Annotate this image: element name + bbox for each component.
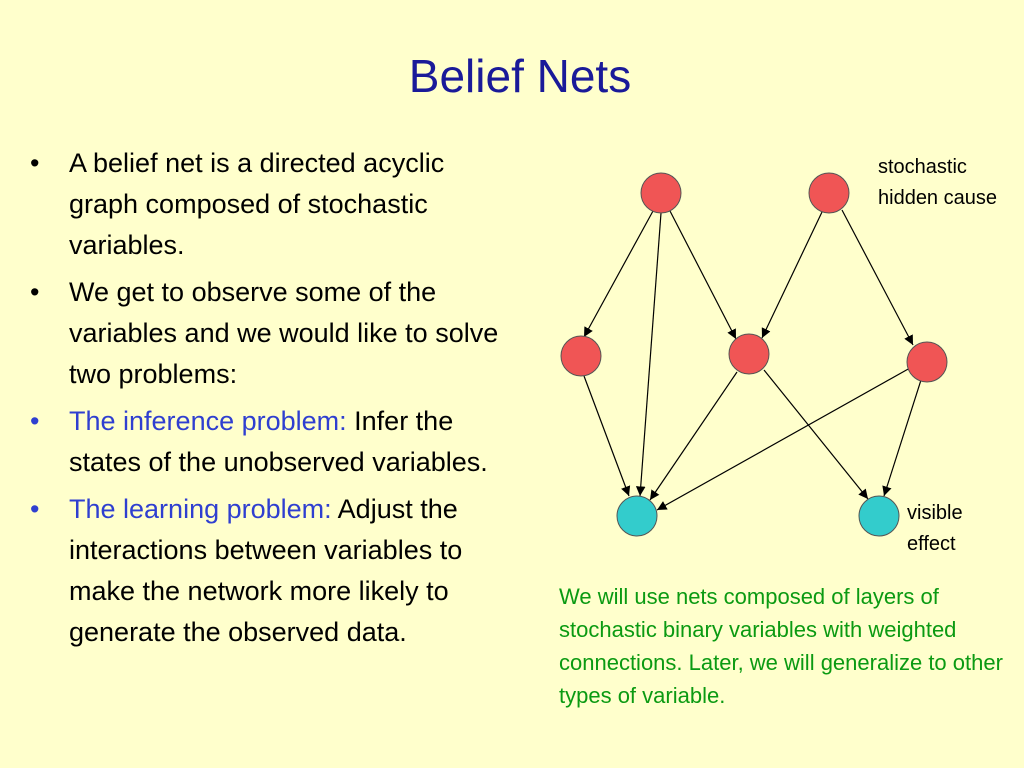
footnote: We will use nets composed of layers of s…: [559, 584, 1003, 708]
bullet-text: We get to observe some of the variables …: [69, 277, 499, 389]
bullet-list: • A belief net is a directed acyclic grap…: [30, 143, 520, 659]
bullet-text: A belief net is a directed acyclic graph…: [69, 148, 445, 260]
bullet-dot: •: [30, 494, 40, 524]
bullet-lead: The learning problem:: [69, 494, 332, 524]
edge-m2-b2: [763, 369, 869, 500]
hidden-node: [640, 172, 682, 214]
bullet-item: • The inference problem: Infer the states…: [30, 401, 520, 483]
bullet-lead: The inference problem:: [69, 406, 347, 436]
edge-m3-b2: [882, 379, 922, 497]
bullet-dot: •: [30, 406, 40, 436]
edge-t1-m2: [669, 210, 737, 340]
edge-t2-m3: [841, 209, 914, 346]
bullet-item: • The learning problem: Adjust the intera…: [30, 489, 520, 653]
hidden-cause-label: stochastic hidden cause: [878, 156, 997, 209]
hidden-node: [906, 341, 948, 383]
edge-t1-b1: [635, 212, 662, 497]
visible-node: [858, 495, 900, 537]
hidden-node: [560, 335, 602, 377]
edge-m2-b1: [649, 371, 738, 501]
bullet-dot: •: [30, 277, 40, 307]
edge-m1-b1: [583, 375, 631, 497]
bullet-item: • A belief net is a directed acyclic grap…: [30, 143, 520, 266]
bullet-dot: •: [30, 148, 40, 178]
slide-title: Belief Nets: [408, 50, 632, 102]
edge-t1-m1: [583, 210, 654, 338]
edge-m3-b1: [656, 367, 911, 511]
bullet-text: Infer the states of the unobserved varia…: [69, 406, 488, 477]
bullet-text: Adjust the interactions between variable…: [69, 494, 463, 647]
edge-t2-m2: [761, 211, 823, 339]
hidden-node: [728, 333, 770, 375]
visible-effect-label: visible effect: [907, 502, 963, 555]
visible-node: [616, 495, 658, 537]
bullet-item: • We get to observe some of the variables…: [30, 272, 520, 395]
hidden-node: [808, 172, 850, 214]
